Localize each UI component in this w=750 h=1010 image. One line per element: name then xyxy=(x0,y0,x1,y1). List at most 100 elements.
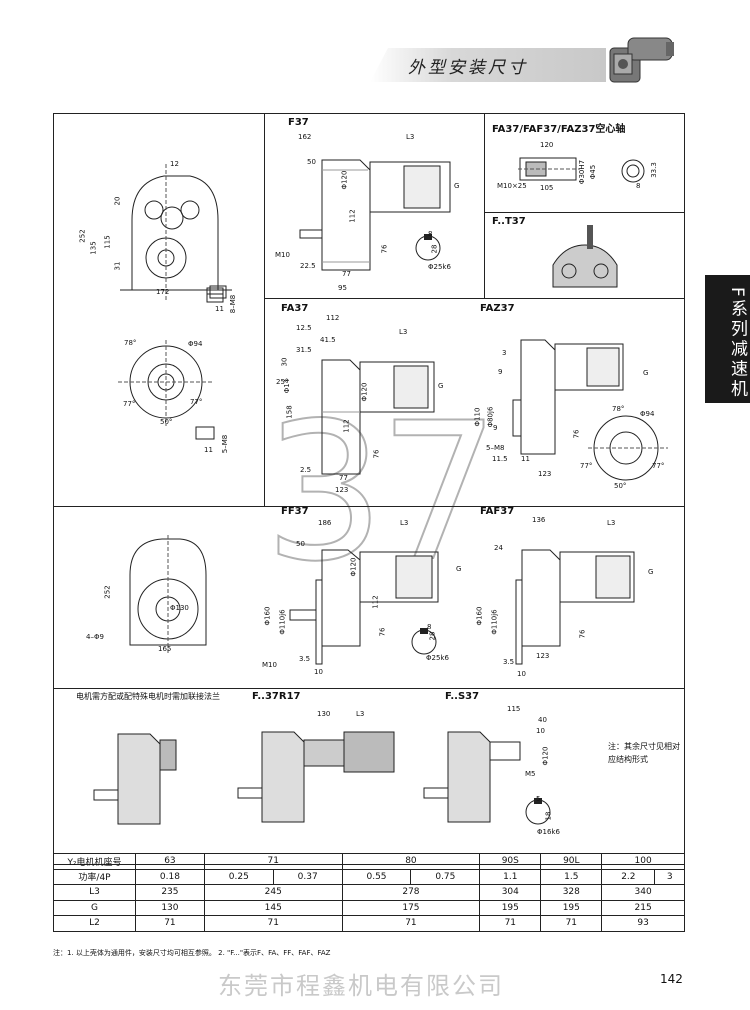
table-row-l2: L2 71 71 71 71 71 93 xyxy=(53,915,685,932)
dim-8-m8: 8–M8 xyxy=(229,294,238,314)
dim-11: 11 xyxy=(215,305,224,313)
dim-12-5: 12.5 xyxy=(296,324,312,332)
fs37-shaft-section xyxy=(520,798,560,830)
table-cell: 0.75 xyxy=(410,868,481,885)
table-cell: 71 xyxy=(540,915,603,932)
dim-faf-123: 123 xyxy=(536,652,550,660)
dim-fa-50deg: 50° xyxy=(160,418,173,426)
dim-hollow-120: 120 xyxy=(540,141,554,149)
gear-motor-icon xyxy=(606,30,674,86)
faf37-view xyxy=(500,530,660,670)
dim-fa-5-m8: 5–M8 xyxy=(221,434,230,454)
table-cell: 235 xyxy=(135,884,205,901)
table-cell: 71 xyxy=(203,853,343,870)
dim-faz-11: 11 xyxy=(521,455,530,463)
dim-95: 95 xyxy=(338,284,347,292)
table-cell: 90S xyxy=(479,853,542,870)
f37-front-view xyxy=(110,160,260,310)
dim-fa-77deg-right: 77° xyxy=(190,398,203,406)
dim-4-phi9: 4–Φ9 xyxy=(86,633,104,641)
dim-165: 165 xyxy=(158,645,172,653)
dim-ff-8: 8 xyxy=(427,623,432,631)
dim-faz-phi9: 9 xyxy=(493,424,498,432)
table-cell: 71 xyxy=(135,915,205,932)
fa37-side-view xyxy=(300,340,450,490)
faz37-flange-view xyxy=(588,410,678,495)
dim-hollow-8: 8 xyxy=(636,182,641,190)
dim-l3-f37: L3 xyxy=(406,133,415,141)
footnote: 注：1. 以上壳体为通用件，安装尺寸均可相互参照。 2. "F..."表示F、F… xyxy=(53,949,331,957)
dim-s-40: 40 xyxy=(538,716,547,724)
dim-41-5: 41.5 xyxy=(320,336,336,344)
dim-fa-11: 11 xyxy=(204,446,213,454)
dim-fa-phi94: Φ94 xyxy=(188,340,203,348)
dim-faz-3: 3 xyxy=(502,349,507,357)
dim-ff-28: 28 xyxy=(428,631,437,641)
section-fr17: F..37R17 xyxy=(252,691,301,702)
hollow-shaft-view xyxy=(518,152,588,192)
table-cell: 功率/4P xyxy=(53,868,136,885)
dim-11-5: 11.5 xyxy=(492,455,508,463)
section-faf37: FAF37 xyxy=(480,506,515,517)
table-cell: 3 xyxy=(654,868,685,885)
dim-8: 8 xyxy=(428,230,433,238)
dim-phi45: Φ45 xyxy=(589,164,598,180)
divider-v2 xyxy=(484,113,485,298)
dim-ff-50: 50 xyxy=(296,540,305,548)
dim-ff-phi110j6: Φ110j6 xyxy=(278,609,287,635)
note-other-dims: 注：其余尺寸见相对应结构形式 xyxy=(608,742,680,764)
table-cell: 1.5 xyxy=(540,868,603,885)
table-cell: Y₂电机机座号 xyxy=(53,853,136,870)
dim-g-faz37: G xyxy=(643,369,649,377)
dim-31-5: 31.5 xyxy=(296,346,312,354)
dim-faz-78deg: 78° xyxy=(612,405,625,413)
table-cell: 93 xyxy=(601,915,685,932)
dim-50: 50 xyxy=(307,158,316,166)
dim-2-5: 2.5 xyxy=(300,466,312,474)
table-cell: 71 xyxy=(341,915,481,932)
dim-faz-phi110: Φ110 xyxy=(473,407,482,427)
note-motor-flange: 电机需方配或配特殊电机时需加联接法兰 xyxy=(76,692,220,701)
table-cell: 245 xyxy=(203,884,343,901)
dim-ff-m10: M10 xyxy=(262,661,277,669)
dim-ff-112: 112 xyxy=(371,595,380,609)
company-watermark: 东莞市程鑫机电有限公司 xyxy=(218,972,504,1000)
dim-fa-phi120: Φ120 xyxy=(360,382,369,402)
dim-fa-78deg: 78° xyxy=(124,339,137,347)
table-cell: 0.55 xyxy=(341,868,412,885)
dim-faf-76: 76 xyxy=(578,629,587,639)
dim-ff-76: 76 xyxy=(378,627,387,637)
dim-phi30h7: Φ30H7 xyxy=(578,159,587,185)
dim-faf-phi110j6: Φ110j6 xyxy=(490,609,499,635)
section-fa37-hollow: FA37/FAF37/FAZ37空心轴 xyxy=(492,124,626,135)
dim-m10: M10 xyxy=(275,251,290,259)
dim-phi130: Φ130 xyxy=(170,604,189,612)
table-cell: 145 xyxy=(203,899,343,916)
dim-fa-77deg-left: 77° xyxy=(123,400,136,408)
flange-motor-view xyxy=(88,720,188,830)
ff37-front-view xyxy=(118,535,218,655)
dim-22-5: 22.5 xyxy=(300,262,316,270)
dim-s-18: 18 xyxy=(544,811,553,821)
table-row-power: 功率/4P 0.18 0.25 0.37 0.55 0.75 1.1 1.5 2… xyxy=(53,868,685,885)
dim-fa-123: 123 xyxy=(335,486,349,494)
section-f37: F37 xyxy=(288,117,309,128)
dim-faf-3-5: 3.5 xyxy=(503,658,515,666)
header-banner-shape xyxy=(370,48,606,82)
dim-l3-r17: L3 xyxy=(356,710,365,718)
dim-s-5: 5 xyxy=(536,795,541,803)
table-cell: L3 xyxy=(53,884,136,901)
dim-fa-30: 30 xyxy=(280,357,289,367)
table-cell: 90L xyxy=(540,853,603,870)
divider-v1 xyxy=(264,113,265,506)
dim-s-10: 10 xyxy=(536,727,545,735)
dim-12: 12 xyxy=(170,160,179,168)
dim-186: 186 xyxy=(318,519,332,527)
dim-hollow-105: 105 xyxy=(540,184,554,192)
f37-shaft-section xyxy=(410,234,450,270)
dim-m10x25: M10×25 xyxy=(497,182,527,190)
dim-76: 76 xyxy=(380,244,389,254)
divider-h1 xyxy=(484,212,685,213)
dim-ff-phi25k6: Φ25k6 xyxy=(426,654,449,662)
divider-h4 xyxy=(53,688,685,689)
